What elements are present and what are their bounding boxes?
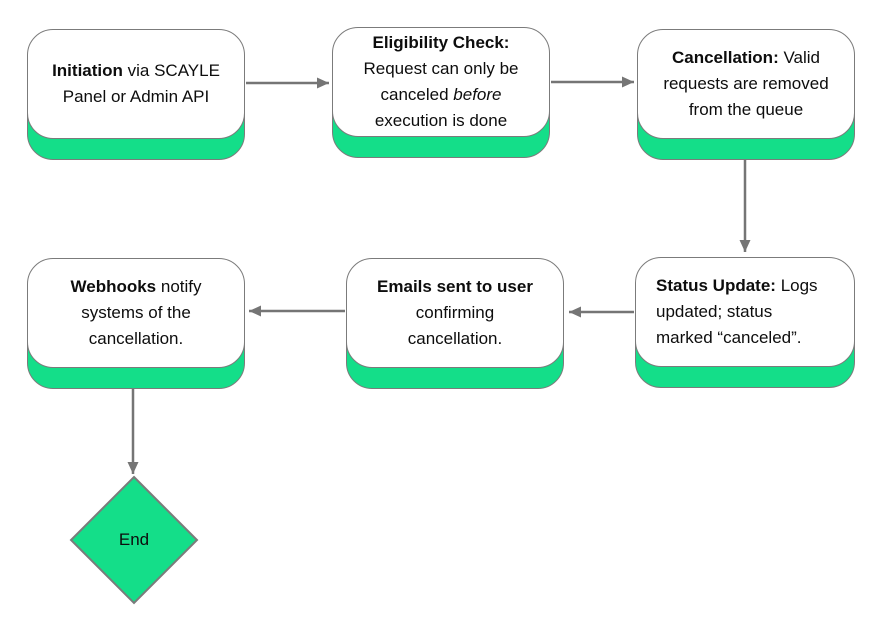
node-text-line: Request can only be (347, 56, 535, 82)
node-text-segment: Status Update: (656, 276, 776, 295)
node-text-segment: Panel or Admin API (62, 87, 210, 106)
node-text-segment: from the queue (688, 100, 804, 119)
node-text-line: from the queue (652, 97, 840, 123)
node-body-cancellation: Cancellation: Valid requests are removed f… (637, 29, 855, 139)
node-text-segment: cancellation. (407, 329, 503, 348)
node-initiation: Initiation via SCAYLE Panel or Admin API (27, 29, 245, 160)
node-text-segment: requests are removed (663, 74, 829, 93)
node-webhooks: Webhooks notify systems of the cancellatio… (27, 258, 245, 389)
node-emails: Emails sent to user confirming cancellatio… (346, 258, 564, 389)
node-text-segment: Eligibility Check: (372, 33, 510, 52)
node-text-segment: canceled (380, 85, 454, 104)
node-text-segment: via SCAYLE (122, 61, 220, 80)
node-text-segment: Valid (778, 48, 820, 67)
node-text-line: Initiation via SCAYLE (42, 58, 230, 84)
node-text-segment: confirming (415, 303, 495, 322)
node-text-line: updated; status (656, 299, 834, 325)
node-text-line: systems of the (42, 300, 230, 326)
node-text-line: cancellation. (42, 326, 230, 352)
node-text-segment: updated; status (656, 302, 773, 321)
node-cancellation: Cancellation: Valid requests are removed f… (637, 29, 855, 160)
node-end-diamond (69, 475, 199, 605)
node-text-segment: Logs (775, 276, 818, 295)
node-eligibility-check: Eligibility Check: Request can only be can… (332, 27, 550, 158)
node-text-line: confirming (361, 300, 549, 326)
node-body-eligibility-check: Eligibility Check: Request can only be can… (332, 27, 550, 137)
node-text-line: Eligibility Check: (347, 30, 535, 56)
node-text-line: canceled before (347, 82, 535, 108)
node-text-segment: Emails sent to user (377, 277, 533, 296)
node-text-line: execution is done (347, 108, 535, 134)
node-text-line: marked “canceled”. (656, 325, 834, 351)
node-text-segment: before (453, 85, 502, 104)
node-body-emails: Emails sent to user confirming cancellatio… (346, 258, 564, 368)
node-text-line: cancellation. (361, 326, 549, 352)
node-body-webhooks: Webhooks notify systems of the cancellatio… (27, 258, 245, 368)
node-text-segment: Initiation (52, 61, 123, 80)
node-text-segment: notify (156, 277, 202, 296)
node-text-segment: cancellation. (88, 329, 184, 348)
node-text-line: Panel or Admin API (42, 84, 230, 110)
node-body-initiation: Initiation via SCAYLE Panel or Admin API (27, 29, 245, 139)
node-text-segment: Request can only be (363, 59, 519, 78)
node-text-segment: marked “canceled”. (656, 328, 802, 347)
node-text-line: Cancellation: Valid (652, 45, 840, 71)
node-text-segment: Cancellation: (671, 48, 779, 67)
node-text-segment: Webhooks (70, 277, 157, 296)
node-text-line: Emails sent to user (361, 274, 549, 300)
node-text-line: Webhooks notify (42, 274, 230, 300)
node-text-line: requests are removed (652, 71, 840, 97)
node-text-line: Status Update: Logs (656, 273, 834, 299)
node-text-segment: systems of the (81, 303, 191, 322)
node-text-segment: execution is done (374, 111, 508, 130)
node-end-label: End (118, 530, 150, 549)
